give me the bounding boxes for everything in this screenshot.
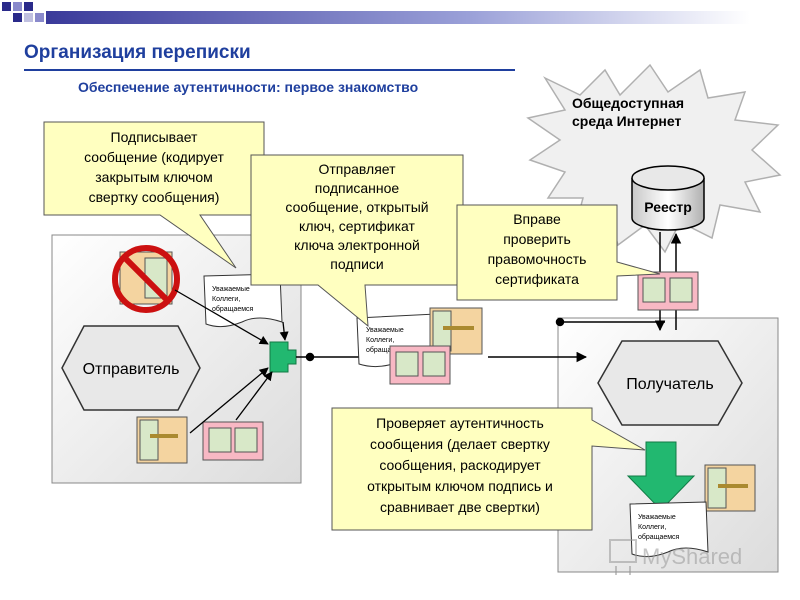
svg-text:открытым ключом подпись и: открытым ключом подпись и [367, 478, 553, 494]
registry-label: Реестр [644, 199, 692, 215]
svg-text:сообщение, открытый: сообщение, открытый [285, 199, 428, 215]
svg-text:Проверяет аутентичность: Проверяет аутентичность [376, 415, 544, 431]
svg-text:Уважаемые: Уважаемые [366, 327, 404, 334]
svg-text:проверить: проверить [503, 231, 571, 247]
receiver-hexagon [597, 340, 743, 426]
svg-text:ключа электронной: ключа электронной [294, 237, 420, 253]
svg-text:обращаемся: обращаемся [638, 533, 680, 541]
certificate-icon-registry [637, 271, 699, 311]
registry-cylinder: Реестр [631, 165, 705, 231]
svg-text:обращаемся: обращаемся [212, 305, 254, 313]
cloud-line-2: среда Интернет [572, 113, 681, 129]
svg-text:Коллеги,: Коллеги, [366, 337, 394, 344]
page-subtitle: Обеспечение аутентичности: первое знаком… [78, 79, 418, 95]
svg-text:сравнивает две свертки): сравнивает две свертки) [380, 499, 540, 515]
document-icon-sender: Уважаемые Коллеги, обращаемся [203, 273, 283, 328]
svg-text:обращаемся: обращаемся [366, 346, 408, 354]
watermark: MyShared [609, 539, 742, 575]
no-private-key-icon [112, 245, 180, 313]
svg-text:подписи: подписи [330, 256, 383, 272]
svg-text:сообщение (кодирует: сообщение (кодирует [84, 149, 224, 165]
callout-verify: Проверяет аутентичность сообщения (делае… [331, 407, 646, 531]
sender-internal-arrows [174, 289, 289, 434]
green-down-arrow [626, 441, 696, 511]
svg-text:Коллеги,: Коллеги, [638, 524, 666, 531]
svg-text:закрытым ключом: закрытым ключом [95, 169, 213, 185]
watermark-text: MyShared [642, 544, 742, 569]
svg-text:сообщения, раскодирует: сообщения, раскодирует [379, 457, 541, 473]
green-merge-connector [269, 341, 297, 373]
svg-text:Подписывает: Подписывает [111, 129, 199, 145]
receiver-label: Получатель [626, 376, 713, 393]
page-title: Организация переписки [24, 42, 251, 63]
svg-text:сертификата: сертификата [495, 271, 579, 287]
svg-text:Отправляет: Отправляет [318, 161, 396, 177]
svg-text:Уважаемые: Уважаемые [638, 514, 676, 521]
sender-hexagon [61, 325, 201, 411]
public-key-icon-receiver [704, 464, 756, 512]
sender-label: Отправитель [83, 361, 180, 378]
document-icon-receiver: Уважаемые Коллеги, обращаемся [629, 501, 709, 558]
callout-check-certificate: Вправе проверить правомочность сертифика… [456, 204, 661, 301]
header-decoration [2, 2, 750, 24]
svg-text:Вправе: Вправе [513, 211, 561, 227]
svg-text:правомочность: правомочность [488, 251, 587, 267]
svg-text:сообщения (делает свертку: сообщения (делает свертку [370, 436, 550, 452]
svg-text:Коллеги,: Коллеги, [212, 296, 240, 303]
svg-text:свертку сообщения): свертку сообщения) [89, 189, 220, 205]
svg-text:Уважаемые: Уважаемые [212, 286, 250, 293]
public-key-icon-sender [136, 416, 188, 464]
message-bundle-in-transit: Уважаемые Коллеги, обращаемся [356, 307, 483, 385]
svg-text:ключ, сертификат: ключ, сертификат [299, 218, 415, 234]
callout-sign: Подписывает сообщение (кодирует закрытым… [43, 121, 265, 269]
cloud-line-1: Общедоступная [572, 95, 684, 111]
certificate-icon-sender [202, 421, 264, 461]
callout-send: Отправляет подписанное сообщение, открыт… [250, 154, 464, 328]
svg-text:подписанное: подписанное [315, 180, 400, 196]
